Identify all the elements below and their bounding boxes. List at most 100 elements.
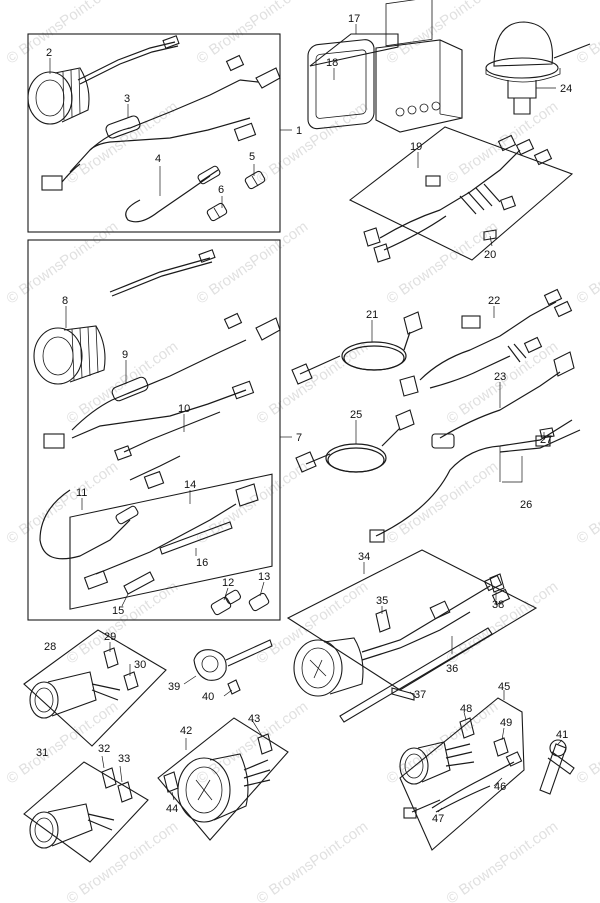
watermark-text: © BrownsPoint.com: [253, 818, 371, 903]
cable-part-4[interactable]: [125, 165, 221, 223]
watermark-text: © BrownsPoint.com: [383, 0, 501, 68]
harness-part-9[interactable]: [43, 249, 281, 449]
harness-part-46[interactable]: [431, 751, 523, 813]
callout-27: 27: [540, 434, 552, 446]
gauge-part-45[interactable]: [399, 741, 475, 785]
cable-part-23[interactable]: [431, 351, 575, 449]
harness-part-3[interactable]: [41, 35, 281, 191]
bulb-part-33[interactable]: [117, 781, 133, 803]
callout-42: 42: [180, 725, 192, 737]
gauge-part-42[interactable]: [177, 753, 271, 823]
tube-part-36[interactable]: [339, 627, 493, 723]
callout-46: 46: [494, 781, 506, 793]
callout-37: 37: [414, 689, 426, 701]
clip-part-20[interactable]: [483, 229, 497, 241]
bulb-part-32[interactable]: [101, 767, 117, 789]
harness-part-19[interactable]: [363, 134, 553, 263]
cable-part-26[interactable]: [369, 419, 581, 543]
callout-18: 18: [326, 57, 338, 69]
panel-28: [23, 629, 167, 747]
panel-1: [27, 33, 281, 233]
callout-1: 1: [296, 125, 302, 137]
bulb-part-43[interactable]: [257, 733, 273, 755]
connector-part-13[interactable]: [248, 592, 270, 612]
trim-switch-part-39[interactable]: [193, 639, 273, 681]
watermark-text: © BrownsPoint.com: [253, 578, 371, 668]
watermark-text: © BrownsPoint.com: [443, 818, 561, 903]
callout-9: 9: [122, 349, 128, 361]
bulb-part-48[interactable]: [459, 717, 475, 739]
callout-6: 6: [218, 184, 224, 196]
callout-30: 30: [134, 659, 146, 671]
bulb-part-35[interactable]: [375, 609, 391, 633]
panel-45: [399, 697, 525, 851]
panel-19: [348, 126, 574, 261]
tie-part-16[interactable]: [159, 521, 233, 555]
callout-29: 29: [104, 631, 116, 643]
dome-sensor-part-24[interactable]: [485, 21, 591, 115]
callout-28: 28: [44, 641, 56, 653]
callout-35: 35: [376, 595, 388, 607]
cable-part-11[interactable]: [39, 455, 181, 560]
connector-part-12[interactable]: [210, 589, 242, 616]
display-bezel-part-18[interactable]: [307, 39, 375, 130]
gauge-part-8[interactable]: [33, 325, 106, 385]
callout-26: 26: [520, 499, 532, 511]
lever-part-41[interactable]: [539, 739, 575, 795]
callout-2: 2: [46, 47, 52, 59]
callout-43: 43: [248, 713, 260, 725]
leader-lines: [49, 24, 563, 813]
callout-21: 21: [366, 309, 378, 321]
bulb-part-29[interactable]: [103, 647, 119, 669]
callout-5: 5: [249, 151, 255, 163]
bulb-part-30[interactable]: [123, 671, 139, 691]
callout-23: 23: [494, 371, 506, 383]
gauge-part-34[interactable]: [293, 574, 511, 697]
callout-13: 13: [258, 571, 270, 583]
cable-part-21[interactable]: [291, 311, 423, 385]
harness-part-22[interactable]: [399, 288, 573, 397]
watermark-text: © BrownsPoint.com: [573, 0, 600, 68]
callout-14: 14: [184, 479, 196, 491]
cable-part-10[interactable]: [114, 411, 221, 461]
callout-10: 10: [178, 403, 190, 415]
callout-38: 38: [492, 599, 504, 611]
cable-part-25[interactable]: [295, 409, 415, 473]
watermark-text: © BrownsPoint.com: [193, 458, 311, 548]
tie-part-27[interactable]: [539, 427, 555, 439]
callout-17: 17: [348, 13, 360, 25]
sleeve-part-15[interactable]: [123, 571, 155, 595]
harness-part-14[interactable]: [69, 473, 273, 610]
callout-32: 32: [98, 743, 110, 755]
callout-20: 20: [484, 249, 496, 261]
gauge-part-28[interactable]: [29, 671, 121, 719]
panel-31: [23, 761, 149, 863]
callout-45: 45: [498, 681, 510, 693]
watermark-text: © BrownsPoint.com: [63, 98, 181, 188]
callout-3: 3: [124, 93, 130, 105]
callout-40: 40: [202, 691, 214, 703]
gauge-part-31[interactable]: [29, 803, 115, 849]
callout-36: 36: [446, 663, 458, 675]
display-part-17[interactable]: [375, 0, 463, 133]
callout-7: 7: [296, 432, 302, 444]
callout-19: 19: [410, 141, 422, 153]
leader-17: [309, 33, 399, 67]
bulb-part-44[interactable]: [163, 771, 179, 793]
connector-part-5[interactable]: [244, 170, 266, 190]
watermark-text: © BrownsPoint.com: [443, 98, 561, 188]
callout-47: 47: [432, 813, 444, 825]
callout-44: 44: [166, 803, 178, 815]
screw-part-37[interactable]: [391, 687, 415, 701]
callout-33: 33: [118, 753, 130, 765]
bulb-part-49[interactable]: [493, 737, 509, 757]
watermark-text: © BrownsPoint.com: [383, 458, 501, 548]
callout-15: 15: [112, 605, 124, 617]
callout-48: 48: [460, 703, 472, 715]
watermark-text: © BrownsPoint.com: [573, 458, 600, 548]
bulb-part-38[interactable]: [489, 573, 505, 593]
connector-part-6[interactable]: [206, 202, 228, 222]
callout-22: 22: [488, 295, 500, 307]
gauge-part-2[interactable]: [27, 67, 90, 125]
cable-part-47[interactable]: [403, 799, 441, 819]
